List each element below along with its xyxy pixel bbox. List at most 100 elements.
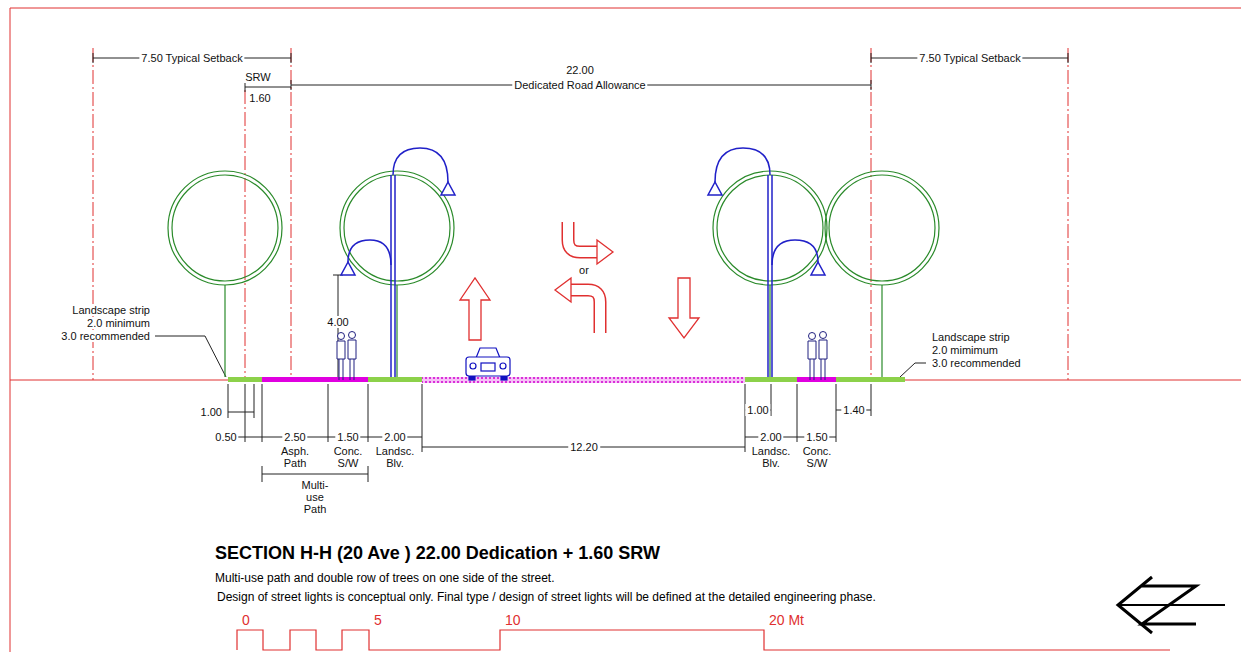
tree [825, 171, 939, 285]
dimension-line [1068, 53, 1069, 63]
tree [168, 171, 939, 377]
pedestrian [338, 333, 345, 340]
dimension-label: Dedicated Road Allowance [512, 79, 647, 91]
scale-label: 0 [240, 613, 252, 628]
car [466, 348, 510, 380]
street-light [394, 175, 396, 377]
dimension-label: 2.00 [382, 431, 407, 443]
traffic-arrow [555, 278, 571, 302]
tree [344, 175, 450, 281]
pedestrian [808, 341, 816, 359]
dimension-label: 3.0 recommended [59, 330, 152, 342]
dimension-line [245, 384, 246, 442]
ground-strip [745, 377, 797, 382]
ground-strip [262, 377, 328, 382]
tree [717, 175, 823, 281]
tree [340, 171, 454, 285]
street-light [390, 175, 392, 377]
dimension-line [836, 384, 837, 442]
pedestrian [821, 359, 825, 380]
traffic-arrow [570, 290, 600, 334]
caption: Multi-use path and double row of trees o… [215, 571, 555, 585]
traffic-arrow [597, 240, 613, 264]
street-light [441, 182, 455, 195]
ground-strip [368, 377, 422, 382]
car [481, 363, 495, 371]
dimension-label: 1.00 [199, 406, 224, 418]
dimension-label: SRW [243, 71, 272, 83]
dimension-label: 22.00 [564, 64, 596, 76]
scale-label: 5 [372, 613, 384, 628]
car [466, 357, 510, 376]
pedestrian [337, 332, 827, 381]
traffic-arrow [571, 290, 600, 333]
dimension-label: 2.50 [282, 431, 307, 443]
leader-line [155, 336, 226, 377]
pedestrian [809, 333, 816, 340]
tree [168, 171, 282, 285]
dimension-line [368, 466, 369, 482]
car [470, 363, 476, 369]
pedestrian [820, 332, 827, 339]
north-arrow [1120, 604, 1225, 606]
dimension-label: 1.40 [841, 404, 866, 416]
frame [10, 8, 1241, 652]
pedestrian [808, 333, 816, 381]
scale-bar [237, 630, 1170, 650]
dimension-line [245, 82, 246, 92]
property-line [93, 48, 1068, 380]
property-line [245, 90, 246, 380]
car [500, 363, 506, 369]
north-arrow [1118, 577, 1225, 633]
traffic-arrow [669, 278, 699, 338]
ground-strip [422, 377, 745, 383]
dimension-line [745, 384, 746, 452]
frame [10, 8, 1241, 652]
dimension-label: 1.00 [745, 404, 770, 416]
pedestrian [819, 340, 827, 359]
dimension-line [368, 384, 369, 442]
tree [713, 171, 827, 285]
pedestrian [339, 359, 343, 380]
street-light [767, 175, 769, 377]
dimension-line [291, 53, 292, 63]
dimension-line [871, 80, 872, 90]
dimension-line [245, 87, 291, 88]
property-line [1068, 48, 1069, 380]
dimension-label: 4.00 [325, 316, 350, 328]
dimension-line [262, 474, 368, 475]
pedestrian [810, 359, 814, 380]
ground-strip [228, 377, 905, 383]
pedestrian [348, 340, 356, 359]
street-light [341, 262, 355, 275]
tree [396, 285, 397, 377]
dimension-line [262, 466, 263, 482]
dimension-label: 1.60 [247, 92, 272, 104]
street-light [715, 148, 770, 182]
dimension-line [422, 384, 423, 452]
dimension-label: 12.20 [568, 441, 600, 453]
dimension-label: Landscape strip [70, 304, 152, 316]
street-light [771, 175, 773, 377]
dimension-line [228, 384, 229, 418]
dimension-label: Conc. S/W [332, 445, 365, 469]
street-light [811, 262, 825, 275]
dimension-label: Multi-use Path [300, 479, 331, 515]
dimension-label: Conc. S/W [801, 445, 834, 469]
leader-line [900, 363, 926, 377]
pedestrian [348, 332, 356, 381]
ground-strip [836, 377, 905, 382]
traffic-arrow [460, 222, 699, 340]
traffic-arrow [568, 222, 598, 252]
dimension-label: Landscape strip [930, 331, 1012, 343]
dimension-label: 2.0 minimum [85, 317, 152, 329]
dimension-line [797, 384, 798, 442]
dimension-line [871, 384, 872, 416]
dimension-line [93, 53, 94, 63]
pedestrian [349, 332, 356, 339]
pedestrian [337, 333, 345, 381]
street-light [341, 148, 825, 377]
traffic-arrow [460, 278, 490, 340]
property-line [291, 48, 292, 380]
